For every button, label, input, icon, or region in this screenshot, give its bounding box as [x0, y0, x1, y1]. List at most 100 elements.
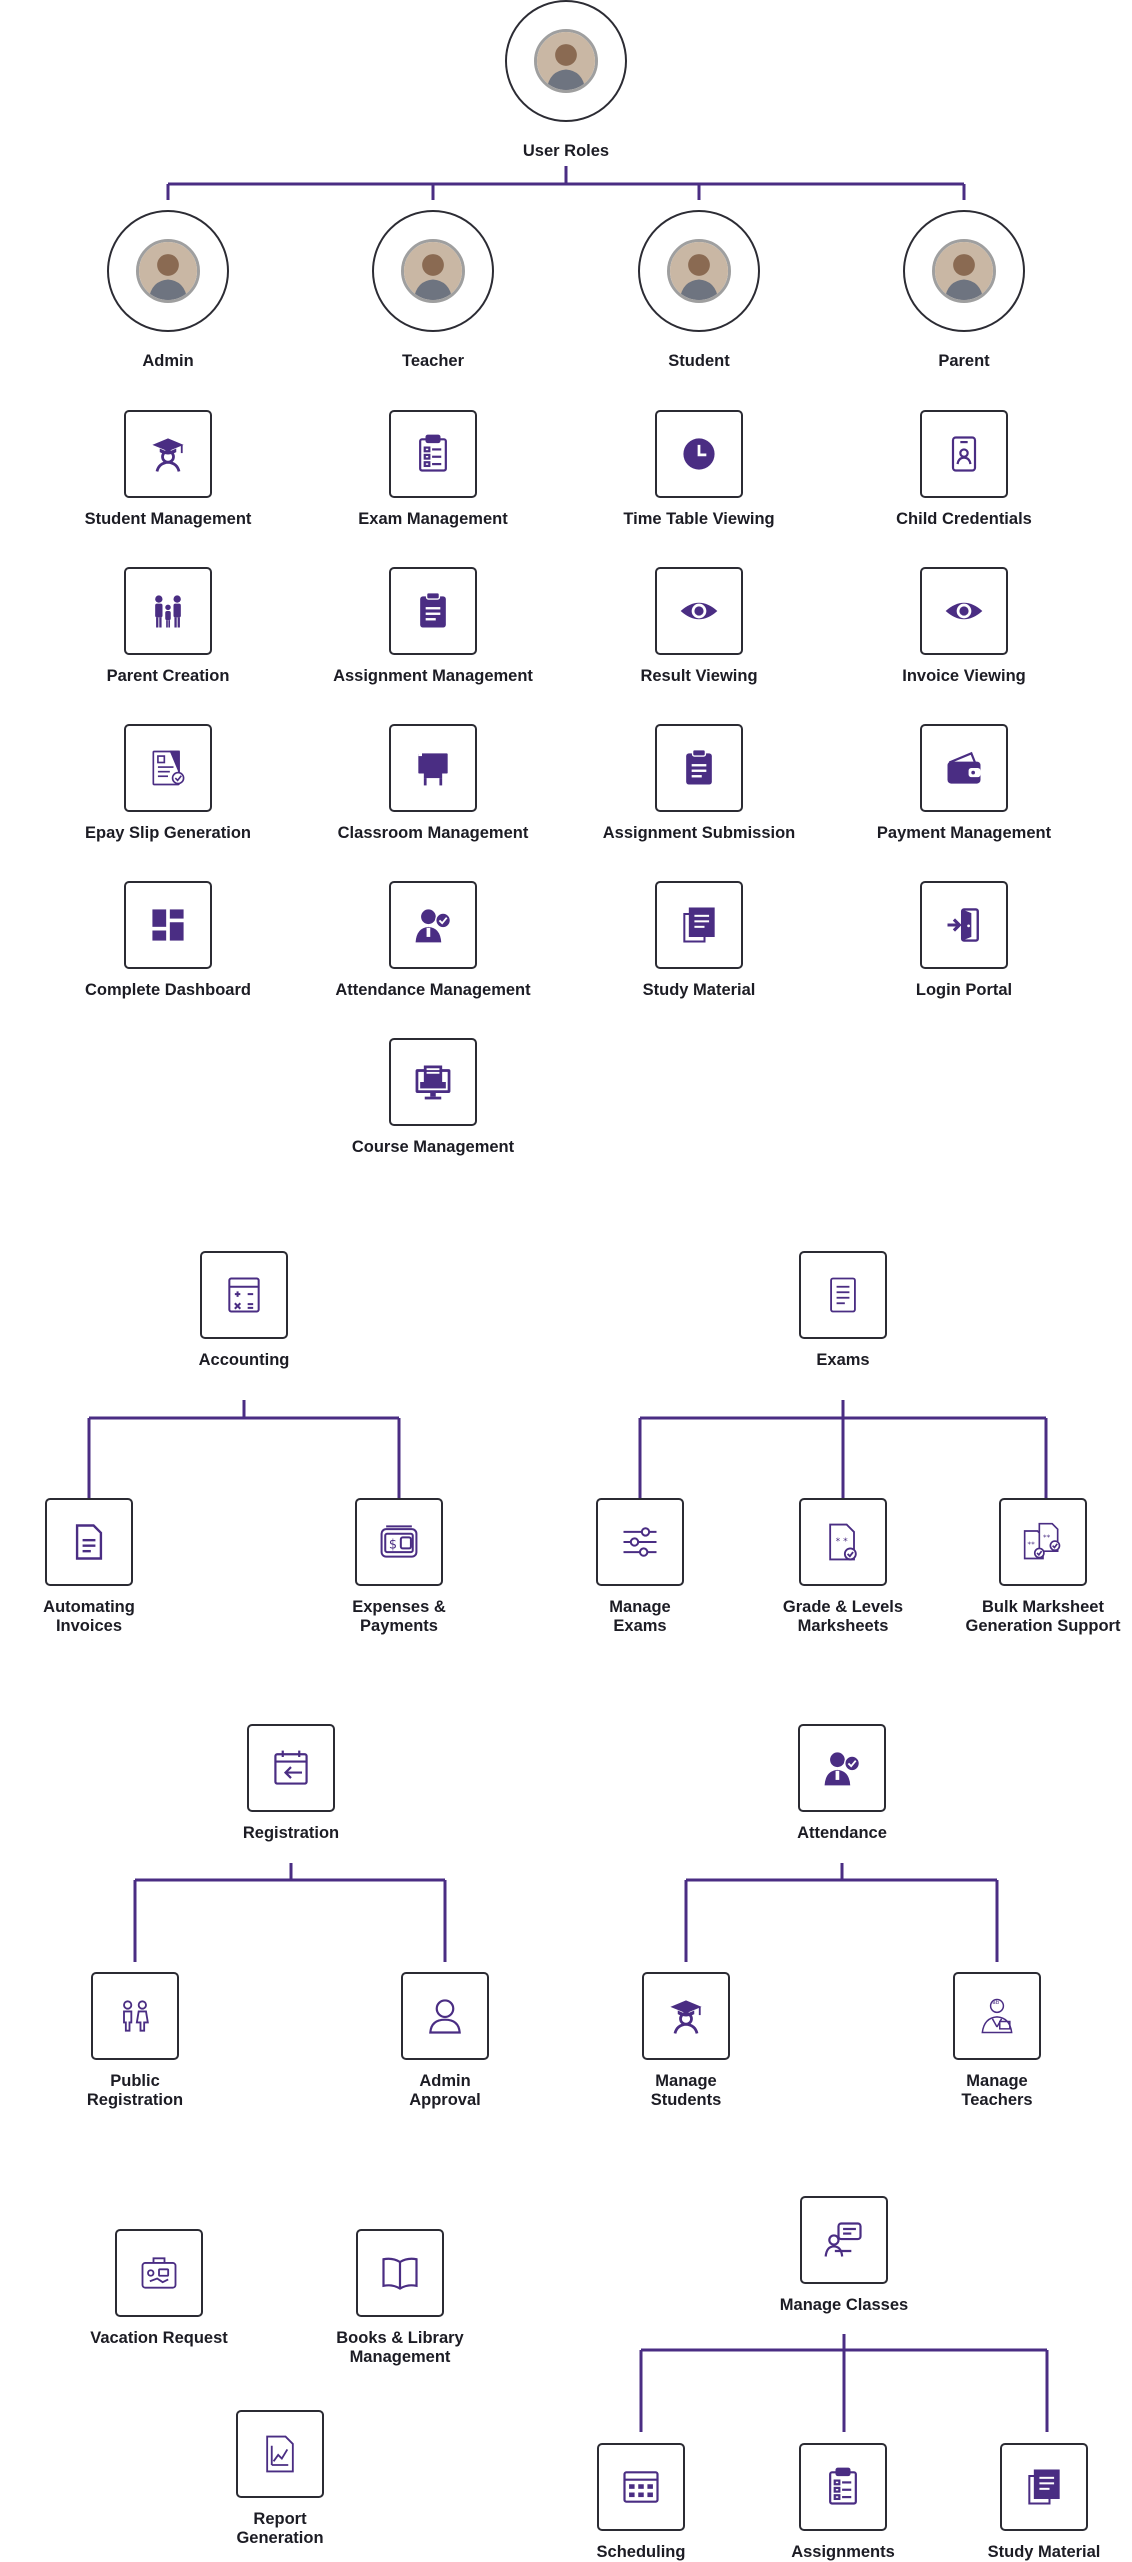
node-attendance-button[interactable]	[798, 1724, 886, 1812]
label-admin-approval: Admin Approval	[409, 2072, 481, 2109]
node-manage-teachers-button[interactable]	[953, 1972, 1041, 2060]
person-photo	[670, 242, 728, 300]
node-manage-classes-button[interactable]	[800, 2196, 888, 2284]
profile-photo	[932, 239, 996, 303]
node-accounting-button[interactable]	[200, 1251, 288, 1339]
label-expenses-payments: Expenses & Payments	[352, 1598, 446, 1635]
node-classroom-management-button[interactable]	[389, 724, 477, 812]
avatar-user-roles[interactable]	[505, 0, 627, 122]
node-assignments-button[interactable]	[799, 2443, 887, 2531]
node-time-table-viewing-button[interactable]	[655, 410, 743, 498]
label-child-credentials: Child Credentials	[896, 510, 1032, 528]
person-photo	[139, 242, 197, 300]
label-exams: Exams	[816, 1351, 870, 1369]
node-invoice-viewing-button[interactable]	[920, 567, 1008, 655]
node-assignment-management-button[interactable]	[389, 567, 477, 655]
calendar-arrow-icon	[274, 1749, 308, 1785]
label-assignment-submission: Assignment Submission	[602, 824, 796, 842]
label-result-viewing: Result Viewing	[640, 667, 758, 685]
node-registration-button[interactable]	[247, 1724, 335, 1812]
person-photo	[935, 242, 993, 300]
label-bulk-marksheet-generation-support: Bulk Marksheet Generation Support	[965, 1598, 1121, 1635]
node-scheduling-button[interactable]	[597, 2443, 685, 2531]
easel-icon	[418, 752, 448, 786]
node-epay-slip-generation-button[interactable]	[124, 724, 212, 812]
node-payment-management-button[interactable]	[920, 724, 1008, 812]
clock-icon	[682, 437, 716, 471]
node-assignment-submission-button[interactable]	[655, 724, 743, 812]
label-study-material: Study Material	[987, 2543, 1101, 2561]
label-payment-management: Payment Management	[876, 824, 1052, 842]
node-parent-creation-button[interactable]	[124, 567, 212, 655]
payment-icon	[380, 1525, 418, 1558]
label-student: Student	[668, 352, 730, 370]
node-login-portal-button[interactable]	[920, 881, 1008, 969]
node-manage-exams-button[interactable]	[596, 1498, 684, 1586]
avatar-admin[interactable]	[107, 210, 229, 332]
eye-icon	[945, 602, 983, 620]
clipboard-list-icon	[419, 434, 447, 472]
label-grade-levels-marksheets: Grade & Levels Marksheets	[782, 1598, 904, 1635]
node-manage-students-button[interactable]	[642, 1972, 730, 2060]
label-registration: Registration	[242, 1824, 340, 1842]
node-expenses-payments-button[interactable]	[355, 1498, 443, 1586]
label-time-table-viewing: Time Table Viewing	[623, 510, 775, 528]
node-student-management-button[interactable]	[124, 410, 212, 498]
node-report-generation-button[interactable]	[236, 2410, 324, 2498]
node-vacation-request-button[interactable]	[115, 2229, 203, 2317]
node-public-registration-button[interactable]	[91, 1972, 179, 2060]
label-complete-dashboard: Complete Dashboard	[85, 981, 251, 999]
person-check-icon	[414, 908, 452, 944]
label-manage-teachers: Manage Teachers	[961, 2072, 1033, 2109]
node-admin-approval-button[interactable]	[401, 1972, 489, 2060]
label-teacher: Teacher	[401, 352, 465, 370]
label-admin: Admin	[142, 352, 194, 370]
suitcase-icon	[141, 2257, 177, 2289]
teacher-icon	[981, 1998, 1013, 2034]
clipboard-icon	[418, 591, 448, 629]
node-bulk-marksheet-generation-support-button[interactable]	[999, 1498, 1087, 1586]
avatar-teacher[interactable]	[372, 210, 494, 332]
label-classroom-management: Classroom Management	[337, 824, 529, 842]
node-child-credentials-button[interactable]	[920, 410, 1008, 498]
book-icon	[382, 2257, 418, 2290]
label-student-management: Student Management	[84, 510, 252, 528]
user-icon	[429, 1999, 461, 2034]
wallet-icon	[946, 752, 982, 785]
label-course-management: Course Management	[351, 1138, 515, 1156]
node-exams-button[interactable]	[799, 1251, 887, 1339]
node-books-library-management-button[interactable]	[356, 2229, 444, 2317]
avatar-student[interactable]	[638, 210, 760, 332]
graduate-icon	[151, 437, 185, 473]
label-epay-slip-generation: Epay Slip Generation	[85, 824, 251, 842]
node-result-viewing-button[interactable]	[655, 567, 743, 655]
label-accounting: Accounting	[198, 1351, 290, 1369]
label-public-registration: Public Registration	[86, 2072, 184, 2109]
label-scheduling: Scheduling	[596, 2543, 686, 2561]
label-parent-creation: Parent Creation	[106, 667, 230, 685]
bulk-marksheet-icon	[1023, 1522, 1061, 1560]
label-vacation-request: Vacation Request	[90, 2329, 228, 2347]
monitor-icon	[415, 1065, 451, 1100]
node-exam-management-button[interactable]	[389, 410, 477, 498]
calculator-icon	[228, 1277, 260, 1313]
node-study-material-button[interactable]	[1000, 2443, 1088, 2531]
profile-photo	[667, 239, 731, 303]
label-manage-exams: Manage Exams	[609, 1598, 671, 1635]
person-photo	[537, 32, 595, 90]
label-exam-management: Exam Management	[358, 510, 508, 528]
label-parent: Parent	[938, 352, 990, 370]
id-badge-icon	[951, 436, 977, 472]
people-icon	[123, 2000, 149, 2032]
node-course-management-button[interactable]	[389, 1038, 477, 1126]
node-grade-levels-marksheets-button[interactable]	[799, 1498, 887, 1586]
node-attendance-management-button[interactable]	[389, 881, 477, 969]
chart-doc-icon	[266, 2435, 294, 2473]
node-automating-invoices-button[interactable]	[45, 1498, 133, 1586]
node-complete-dashboard-button[interactable]	[124, 881, 212, 969]
node-study-material-button[interactable]	[655, 881, 743, 969]
person-check-icon	[823, 1751, 861, 1787]
avatar-parent[interactable]	[903, 210, 1025, 332]
